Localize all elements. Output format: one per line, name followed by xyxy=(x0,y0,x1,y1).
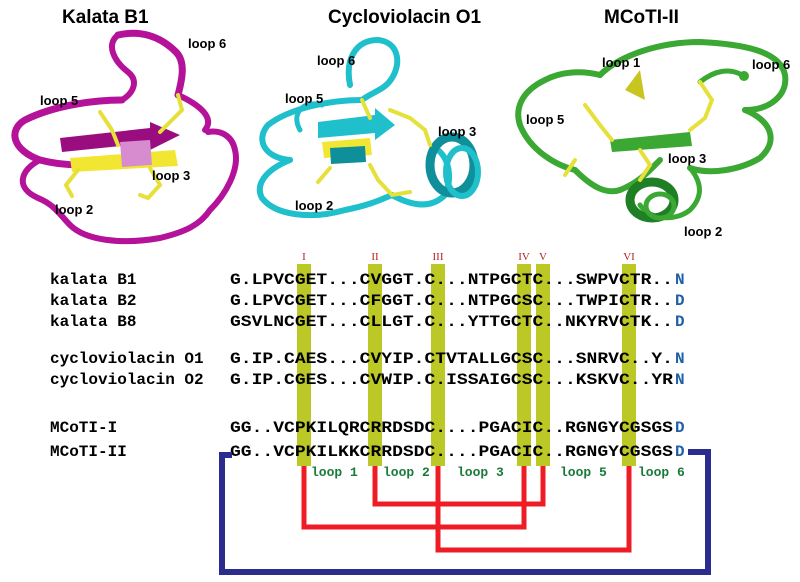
cys-label-3: III xyxy=(433,251,444,263)
disulfide-III-VI xyxy=(435,466,632,553)
terminal-residue: N xyxy=(675,271,685,289)
terminal-residue: D xyxy=(675,292,685,310)
cys-column-2 xyxy=(368,264,382,466)
loop-label-cyo1-6: loop 6 xyxy=(317,53,355,68)
terminal-residues: N D D N N D D xyxy=(675,271,685,461)
structure-title-kalata-b1: Kalata B1 xyxy=(62,7,149,28)
sequence-name: kalata B1 xyxy=(50,271,136,289)
loop-label-mcoti-3: loop 3 xyxy=(668,151,706,166)
mcoti-ii-ribbon xyxy=(515,39,789,221)
kalata-b1-sheet-1 xyxy=(60,122,180,152)
kalata-b1-sheet-3 xyxy=(120,140,152,167)
structure-mcoti-ii: MCoTI-II loop 1 loop 6 loop 5 loop 3 loo… xyxy=(515,7,790,239)
sequence-string: GG..VCPKILQRCRRDSDC....PGACIC..RGNGYCGSG… xyxy=(230,419,673,437)
loop-label-cyo1-5: loop 5 xyxy=(285,91,323,106)
cysteine-columns xyxy=(297,264,636,466)
cycloviolacin-o1-sheet-3 xyxy=(330,146,366,164)
loop-label-2: loop 2 xyxy=(383,465,430,480)
cycloviolacin-o1-sheet-1 xyxy=(318,108,395,140)
loop-label-mcoti-2: loop 2 xyxy=(684,224,722,239)
terminal-residue: D xyxy=(675,313,685,331)
sequence-name: MCoTI-II xyxy=(50,443,127,461)
structure-title-cycloviolacin-o1: Cycloviolacin O1 xyxy=(328,7,482,28)
structure-title-mcoti-ii: MCoTI-II xyxy=(604,7,679,28)
structure-kalata-b1: Kalata B1 loop 6 loop 5 loop 3 loop 2 xyxy=(11,7,239,245)
sequence-names: kalata B1 kalata B2 kalata B8 cycloviola… xyxy=(50,271,204,461)
loop-label-3: loop 3 xyxy=(457,465,504,480)
cysteine-labels: I II III IV V VI xyxy=(302,251,635,263)
terminal-residue: N xyxy=(675,371,685,389)
mcoti-ii-helix xyxy=(625,177,679,223)
mcoti-ii-sheet-1 xyxy=(625,70,645,100)
cys-label-2: II xyxy=(371,251,379,263)
loop-label-kb1-3: loop 3 xyxy=(152,168,190,183)
kalata-b1-disulfides xyxy=(63,93,185,201)
cys-label-6: VI xyxy=(623,251,635,263)
loop-label-mcoti-5: loop 5 xyxy=(526,112,564,127)
disulfide-I-IV xyxy=(301,466,527,530)
cys-label-4: IV xyxy=(518,251,530,263)
terminal-residue: D xyxy=(675,419,685,437)
cyclic-backbone-bracket xyxy=(219,449,711,575)
cys-label-1: I xyxy=(302,251,306,263)
sequence-name: cycloviolacin O1 xyxy=(50,350,204,368)
cys-column-1 xyxy=(297,264,311,466)
loop-labels-alignment: loop 1 loop 2 loop 3 loop 5 loop 6 xyxy=(311,465,685,480)
loop-label-cyo1-3: loop 3 xyxy=(438,124,476,139)
cys-label-5: V xyxy=(539,251,547,263)
cys-column-5 xyxy=(536,264,550,466)
cycloviolacin-o1-helix xyxy=(425,132,481,199)
sequence-name: kalata B8 xyxy=(50,313,136,331)
cys-column-3 xyxy=(431,264,445,466)
loop-label-kb1-5: loop 5 xyxy=(40,93,78,108)
sequence-name: kalata B2 xyxy=(50,292,136,310)
kalata-b1-ribbon xyxy=(11,29,239,245)
sequence-strings: G.LPVCGET...CVGGT.C...NTPGCTC...SWPVCTR.… xyxy=(230,271,673,461)
loop-label-kb1-2: loop 2 xyxy=(55,202,93,217)
sequence-string: G.LPVCGET...CFGGT.C...NTPGCSC...TWPICTR.… xyxy=(230,292,673,310)
loop-label-1: loop 1 xyxy=(311,465,358,480)
cys-column-4 xyxy=(517,264,531,466)
sequence-name: MCoTI-I xyxy=(50,419,117,437)
sequence-string: GSVLNCGET...CLLGT.C...YTTGCTC..NKYRVCTK.… xyxy=(230,313,673,331)
loop-label-mcoti-1: loop 1 xyxy=(602,55,640,70)
cys-column-6 xyxy=(622,264,636,466)
loop-label-5: loop 5 xyxy=(560,465,607,480)
terminal-residue: D xyxy=(675,443,685,461)
sequence-string: G.IP.CAES...CVYIP.CTVTALLGCSC...SNRVC..Y… xyxy=(230,350,673,368)
terminal-residue: N xyxy=(675,350,685,368)
loop-label-mcoti-6: loop 6 xyxy=(752,57,790,72)
mcoti-ii-sheet-2 xyxy=(610,132,692,152)
loop-label-kb1-6: loop 6 xyxy=(188,36,226,51)
sequence-string: G.LPVCGET...CVGGT.C...NTPGCTC...SWPVCTR.… xyxy=(230,271,673,289)
disulfide-II-V xyxy=(372,466,546,507)
sequence-name: cycloviolacin O2 xyxy=(50,371,204,389)
sequence-string: GG..VCPKILKKCRRDSDC....PGACIC..RGNGYCGSG… xyxy=(230,443,673,461)
sequence-string: G.IP.CGES...CVWIP.C.ISSAIGCSC...KSKVC..Y… xyxy=(230,371,673,389)
cycloviolacin-o1-disulfides xyxy=(316,98,432,198)
disulfide-connectivity xyxy=(301,466,632,553)
loop-label-6: loop 6 xyxy=(638,465,685,480)
loop-label-cyo1-2: loop 2 xyxy=(295,198,333,213)
mcoti-ii-disulfides xyxy=(563,80,715,182)
structure-cycloviolacin-o1: Cycloviolacin O1 loop 6 loop 5 loop 3 lo… xyxy=(256,7,482,219)
mcoti-ii-terminus xyxy=(739,71,749,81)
